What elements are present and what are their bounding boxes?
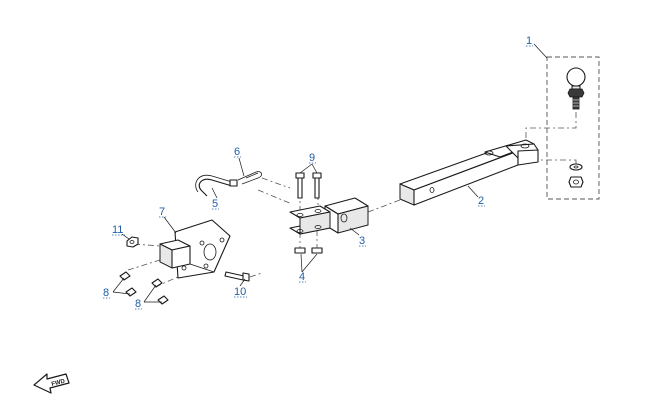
cotter-clip	[237, 171, 262, 185]
callout-8a: 8	[103, 287, 110, 299]
receiver-bracket	[289, 197, 369, 235]
screws-8	[119, 271, 169, 305]
callout-9-label: 9	[309, 152, 315, 164]
callout-1: 1	[526, 35, 533, 47]
callout-6-label: 6	[234, 146, 240, 158]
callout-8b-label: 8	[135, 298, 141, 310]
front-mount-plate	[159, 219, 231, 279]
callout-8b: 8	[135, 298, 142, 310]
callout-2: 2	[478, 195, 485, 207]
fwd-label: FWD	[51, 378, 66, 388]
hitch-pin	[195, 174, 238, 197]
callout-8a-label: 8	[103, 287, 109, 299]
nut-11	[126, 236, 139, 248]
callout-1-label: 1	[526, 35, 532, 47]
callout-3: 3	[359, 235, 366, 247]
leader-lines	[112, 43, 548, 303]
callout-11: 11	[112, 224, 125, 236]
callout-11-label: 11	[112, 224, 123, 236]
callout-4-label: 4	[299, 271, 305, 283]
nuts-4	[294, 247, 323, 254]
callout-4: 4	[299, 271, 306, 283]
callout-7-label: 7	[159, 206, 165, 218]
callout-10: 10	[234, 286, 247, 298]
callout-10-label: 10	[234, 286, 246, 298]
bolt-10	[224, 271, 250, 282]
drawbar-tube	[399, 139, 539, 206]
hitch-ball-kit	[546, 56, 600, 200]
callout-9: 9	[309, 152, 316, 164]
callout-3-label: 3	[359, 235, 365, 247]
callout-2-label: 2	[478, 195, 484, 207]
callout-7: 7	[159, 206, 166, 218]
forward-arrow-icon: FWD	[33, 373, 70, 394]
bolts-9	[295, 172, 322, 199]
callout-6: 6	[234, 146, 241, 158]
callout-5-label: 5	[212, 198, 218, 210]
callout-5: 5	[212, 198, 219, 210]
